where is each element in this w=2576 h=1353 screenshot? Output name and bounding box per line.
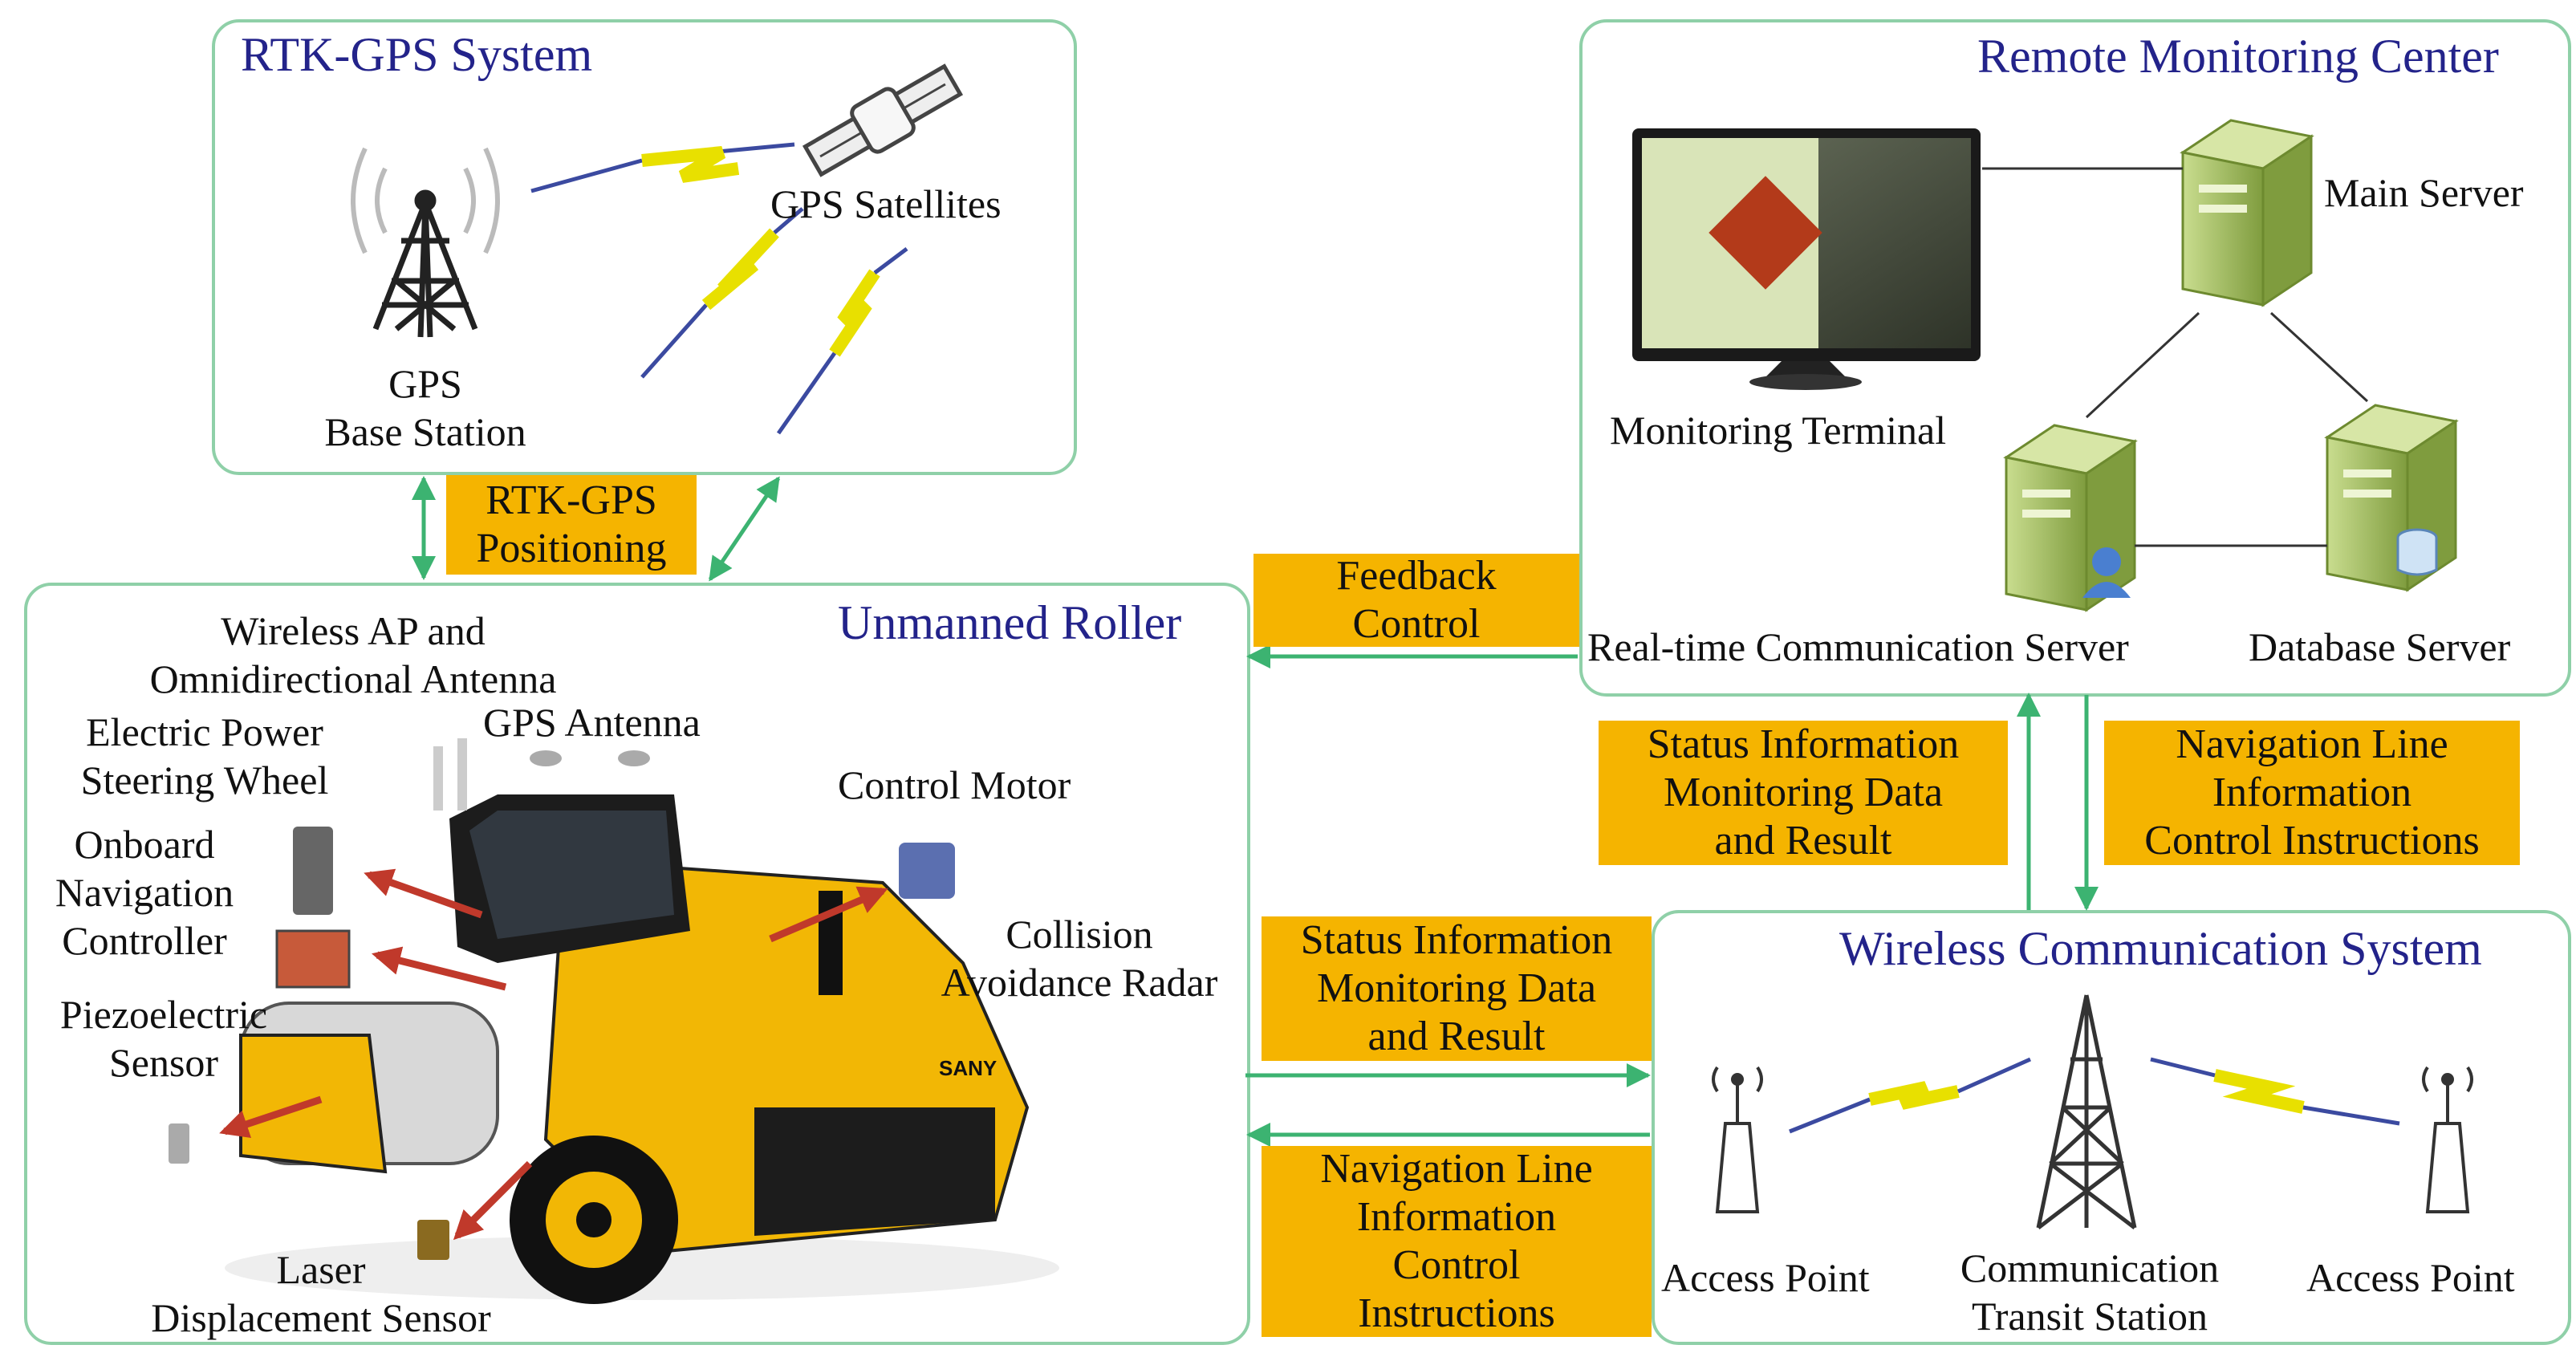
onboard-controller-label-line1: Onboard: [74, 822, 215, 867]
status-info-upper-tag-line1: Status Information: [1647, 721, 1960, 767]
rtk-gps-panel-title: RTK-GPS System: [241, 28, 593, 81]
nav-line-upper-tag-line3: Control Instructions: [2144, 818, 2480, 863]
sensor-components-icons: [169, 827, 955, 1260]
server-connection-lines: [1982, 167, 2369, 547]
gps-tower-icon: [351, 147, 500, 338]
status-info-upper-tag-line2: Monitoring Data: [1663, 770, 1944, 815]
steering-wheel-label-line2: Steering Wheel: [80, 758, 329, 802]
unmanned-roller-panel-title: Unmanned Roller: [838, 596, 1182, 649]
access-point-right-icon: [2422, 1066, 2473, 1213]
rtk-positioning-tag-line2: Positioning: [476, 526, 667, 571]
nav-line-upper-tag: Navigation Line Information Control Inst…: [2104, 721, 2520, 865]
onboard-controller-label-line2: Navigation: [55, 870, 234, 915]
nav-line-upper-tag-line2: Information: [2212, 770, 2412, 815]
feedback-control-tag: Feedback Control: [1253, 553, 1579, 647]
status-info-upper-tag-line3: and Result: [1714, 818, 1892, 863]
remote-monitoring-panel-title: Remote Monitoring Center: [1977, 30, 2499, 83]
wireless-ap-antenna-label-line2: Omnidirectional Antenna: [149, 656, 557, 701]
steering-wheel-label-line1: Electric Power: [86, 709, 323, 754]
monitoring-terminal-icon: [1632, 128, 1981, 390]
svg-text:SANY: SANY: [939, 1056, 997, 1080]
piezoelectric-sensor-label-line2: Sensor: [108, 1040, 219, 1085]
transit-station-label-line1: Communication: [1960, 1245, 2220, 1290]
wireless-ap-antenna-label: Wireless AP and Omnidirectional Antenna: [112, 607, 594, 703]
feedback-control-tag-line2: Control: [1352, 601, 1481, 647]
laser-displacement-sensor-label-line2: Displacement Sensor: [151, 1295, 491, 1340]
nav-line-upper-tag-line1: Navigation Line: [2176, 721, 2448, 767]
onboard-controller-label: Onboard Navigation Controller: [40, 820, 249, 965]
gps-antenna-label: GPS Antenna: [483, 700, 701, 745]
monitoring-terminal-label: Monitoring Terminal: [1610, 408, 1947, 453]
satellite-icon: [802, 63, 964, 177]
gps-base-station-label: GPS Base Station: [297, 360, 554, 456]
realtime-server-icon: [2003, 424, 2138, 612]
rtk-positioning-tag: RTK-GPS Positioning: [446, 475, 697, 575]
nav-line-lower-tag-line3: Control: [1392, 1242, 1521, 1288]
collision-radar-label: Collision Avoidance Radar: [915, 910, 1244, 1006]
main-server-label: Main Server: [2324, 170, 2524, 215]
gps-base-station-label-line1: GPS: [388, 361, 462, 406]
gps-base-station-label-line2: Base Station: [324, 409, 526, 454]
sensor-pointer-arrows: [219, 868, 888, 1241]
status-info-lower-tag: Status Information Monitoring Data and R…: [1262, 916, 1652, 1061]
rtk-positioning-tag-line1: RTK-GPS: [486, 477, 657, 523]
main-server-icon: [2180, 119, 2314, 307]
transit-station-label: Communication Transit Station: [1929, 1244, 2250, 1340]
nav-line-lower-tag: Navigation Line Information Control Inst…: [1262, 1146, 1652, 1337]
status-info-upper-tag: Status Information Monitoring Data and R…: [1599, 721, 2008, 865]
piezoelectric-sensor-label-line1: Piezoelectric: [59, 992, 268, 1037]
feedback-control-tag-line1: Feedback: [1336, 553, 1497, 599]
rtk-roller-arrows: [412, 476, 781, 582]
wireless-communication-panel-title: Wireless Communication System: [1839, 922, 2482, 975]
roller-vehicle-icon: SANY: [225, 738, 1059, 1304]
laser-displacement-sensor-label-line1: Laser: [276, 1247, 366, 1292]
gps-satellites-label: GPS Satellites: [770, 181, 1002, 226]
realtime-server-label: Real-time Communication Server: [1587, 624, 2129, 669]
access-point-left-icon: [1712, 1066, 1763, 1213]
transit-tower-icon: [2036, 994, 2137, 1229]
database-server-icon: [2324, 404, 2459, 592]
control-motor-label: Control Motor: [838, 762, 1071, 807]
collision-radar-label-line2: Avoidance Radar: [941, 960, 1218, 1005]
nav-line-lower-tag-line2: Information: [1356, 1194, 1557, 1240]
wireless-radio-link-lines: [1789, 1057, 2400, 1134]
access-point-right-label: Access Point: [2306, 1255, 2515, 1300]
nav-line-lower-tag-line4: Instructions: [1358, 1290, 1555, 1336]
status-info-lower-tag-line2: Monitoring Data: [1316, 965, 1597, 1011]
laser-displacement-sensor-label: Laser Displacement Sensor: [104, 1245, 538, 1342]
status-info-lower-tag-line1: Status Information: [1300, 917, 1613, 963]
onboard-controller-label-line3: Controller: [62, 918, 227, 963]
steering-wheel-label: Electric Power Steering Wheel: [48, 708, 361, 804]
access-point-left-label: Access Point: [1661, 1255, 1870, 1300]
database-server-label: Database Server: [2249, 624, 2511, 669]
nav-line-lower-tag-line1: Navigation Line: [1320, 1146, 1593, 1192]
wireless-ap-antenna-label-line1: Wireless AP and: [221, 608, 486, 653]
gps-radio-link-lines: [530, 142, 908, 435]
collision-radar-label-line1: Collision: [1006, 912, 1153, 957]
communication-arrows: [1245, 644, 2099, 1147]
transit-station-label-line2: Transit Station: [1971, 1294, 2208, 1339]
piezoelectric-sensor-label: Piezoelectric Sensor: [35, 990, 292, 1087]
status-info-lower-tag-line3: and Result: [1367, 1014, 1546, 1059]
